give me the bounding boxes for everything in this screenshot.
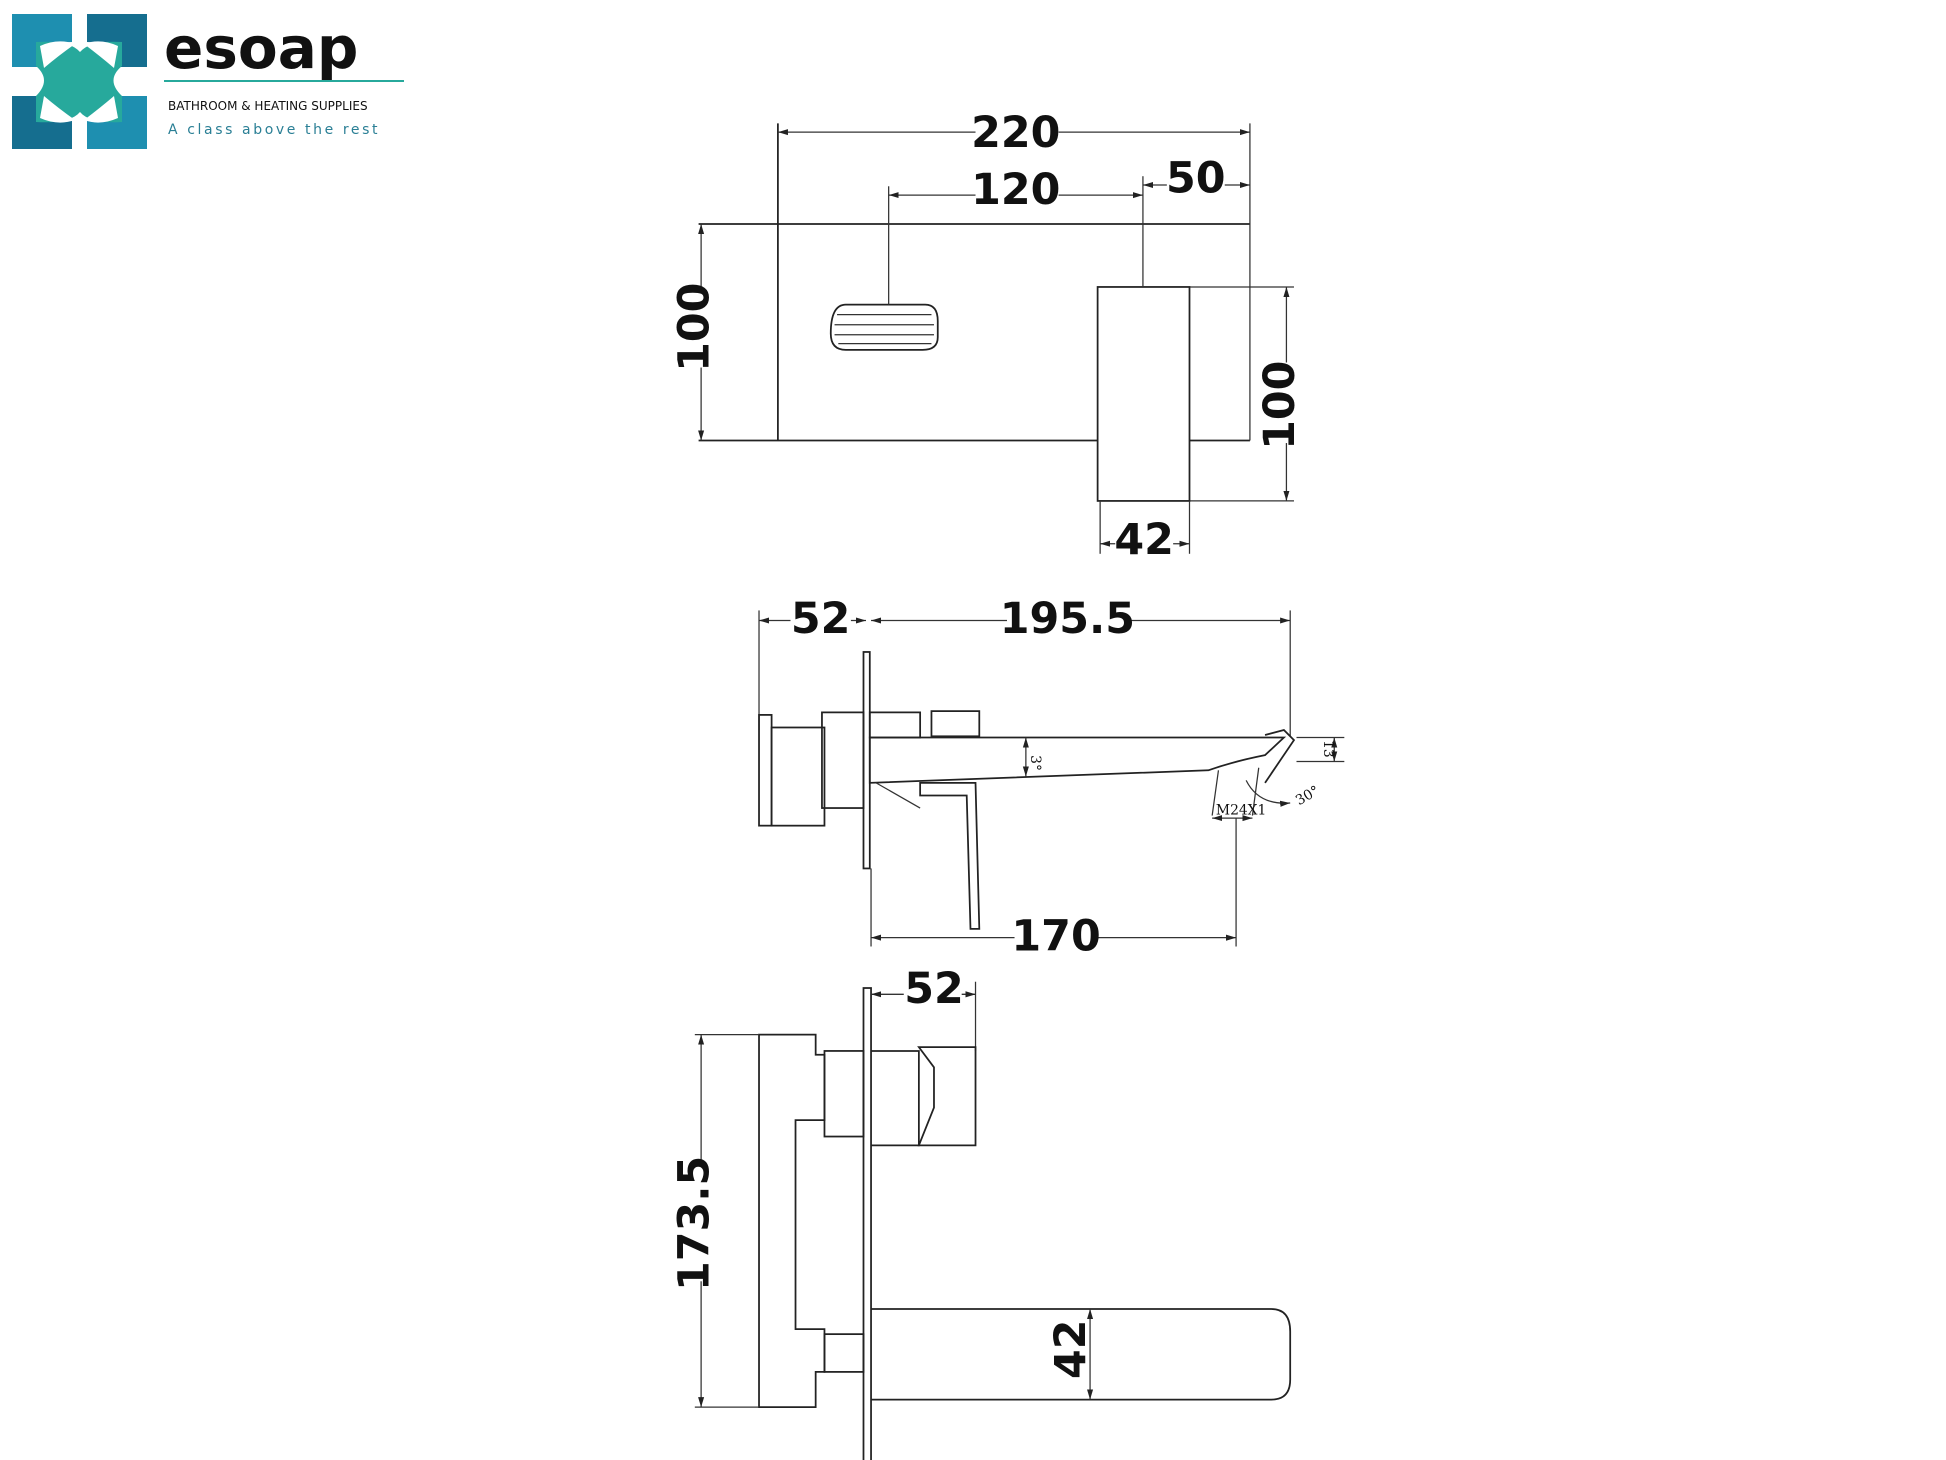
spout-shape [871,1308,1292,1401]
logo-tagline-slogan: A class above the rest [168,122,380,138]
spout-outlet-shape [829,303,939,351]
label-outlet-angle: 30° [1293,783,1322,809]
dim-spout-width: 42 [1046,1319,1096,1379]
label-spout-angle: 3° [1027,755,1043,771]
dim-spout-projection: 195.5 [1000,594,1135,644]
logo-tagline-business: BATHROOM & HEATING SUPPLIES [168,99,368,113]
side-view: 3° 13 M24X1 30° 52 195.5 170 [758,594,1345,961]
dim-spout-to-handle: 120 [971,165,1060,215]
dim-overall-width: 220 [971,108,1060,158]
dim-body-depth: 52 [791,594,851,644]
dim-handle-depth: 52 [904,964,964,1014]
esoap-logo: esoap BATHROOM & HEATING SUPPLIES A clas… [12,14,404,149]
dim-plate-height: 100 [670,283,720,372]
top-view: 52 173.5 42 [670,964,1292,1460]
dim-handle-height: 100 [1255,361,1305,450]
dim-outlet-distance: 170 [1011,911,1100,961]
handle-shape [1096,286,1191,502]
logo-wordmark: esoap [164,14,358,82]
dim-handle-offset: 50 [1166,154,1226,204]
front-view: 220 120 50 100 100 42 [670,108,1311,565]
logo-mark-icon [12,14,147,149]
label-outlet-height: 13 [1320,740,1336,758]
label-outlet-thread: M24X1 [1216,802,1266,818]
dim-total-height: 173.5 [670,1156,720,1291]
dim-handle-width: 42 [1114,515,1174,565]
